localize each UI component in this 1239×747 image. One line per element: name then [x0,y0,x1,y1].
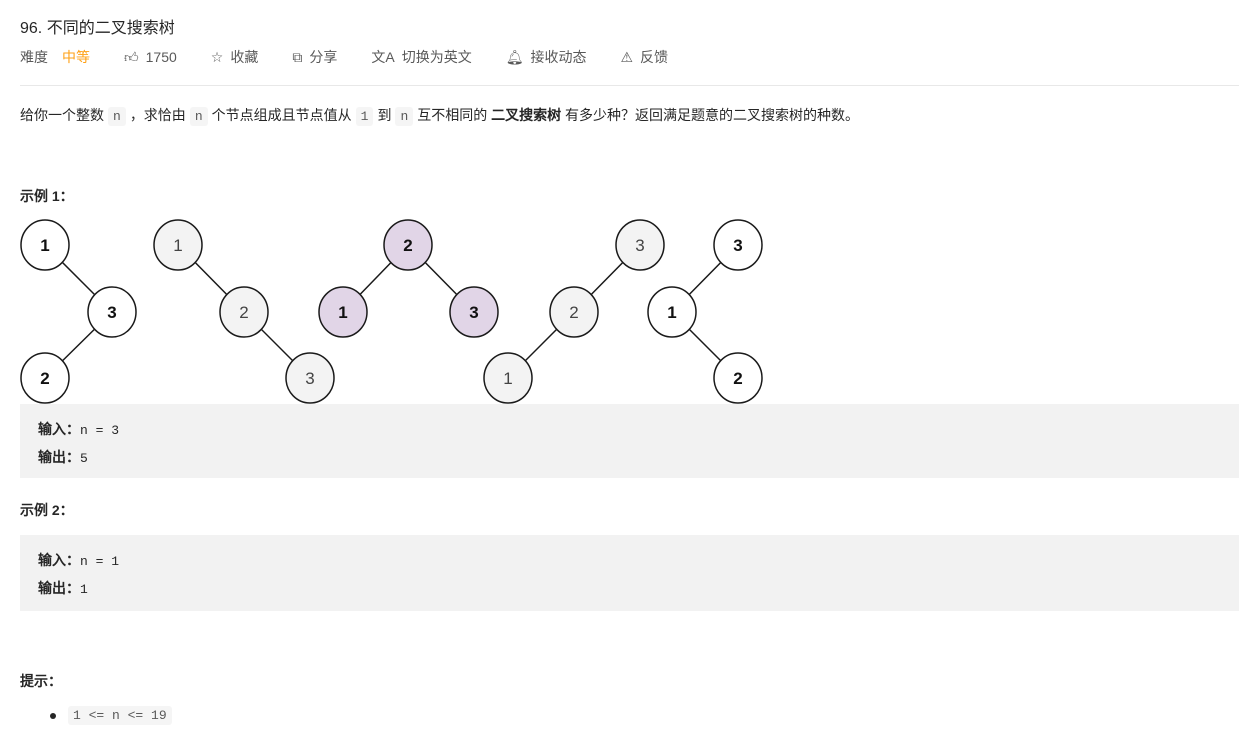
text: 互不相同的 [417,107,488,123]
text: ，求恰由 [129,107,186,123]
example-2-heading: 示例 2： [20,502,74,518]
tree-node-label: 3 [305,369,314,388]
text: 给你一个整数 [20,107,104,123]
code-n: n [395,107,414,126]
tree-node [383,219,433,271]
bell-icon: 🔔︎ [505,48,524,65]
tree-node-label: 2 [403,236,412,255]
feedback-label: 反馈 [640,49,669,65]
tree-node [713,352,763,404]
tree-node [483,352,533,404]
example-2-block: 输入：n = 1 输出：1 [20,535,1239,611]
example-1-block: 输入：n = 3 输出：5 [20,404,1239,478]
subscribe-label: 接收动态 [530,49,587,65]
tree-node [20,219,70,271]
switch-language-button[interactable]: 文A 切换为英文 [371,47,471,67]
input-value: n = 3 [80,423,120,438]
code-n: n [108,107,126,126]
difficulty-label: 难度 [20,49,48,65]
problem-meta-bar: 难度中等 👍︎ 1750 ☆ 收藏 ⧉ 分享 文A 切换为英文 🔔︎ 接收动态 ⚠︎ 反馈 [20,47,702,67]
bst-diagram: 1 3 2 1 2 3 2 1 3 3 2 1 3 1 2 [20,219,763,404]
tree-node-label: 1 [173,236,182,255]
output-label: 输出： [38,449,80,465]
tree-node-label: 2 [733,369,742,388]
share-icon: ⧉ [292,48,303,65]
tree-node-label: 3 [107,303,116,322]
text: 个节点组成且节点值从 [211,107,352,123]
tree-node-label: 1 [40,236,49,255]
tree-4: 3 2 1 [483,219,665,404]
tree-node-label: 1 [503,369,512,388]
tree-node [615,219,665,271]
tree-2: 1 2 3 [153,219,335,404]
feedback-button[interactable]: ⚠︎ 反馈 [620,47,668,67]
divider [20,85,1239,86]
tree-node [549,286,599,338]
feedback-icon: ⚠︎ [620,48,634,65]
tree-node-label: 3 [733,236,742,255]
difficulty: 难度中等 [20,47,90,67]
output-label: 输出： [38,580,80,596]
tree-node-label: 3 [469,303,478,322]
code-n: n [189,107,208,126]
switch-language-label: 切换为英文 [401,49,472,65]
tree-1: 1 3 2 [20,219,137,404]
subscribe-button[interactable]: 🔔︎ 接收动态 [506,47,587,67]
thumbs-up-icon: 👍︎ [124,48,139,65]
like-button[interactable]: 👍︎ 1750 [124,49,177,66]
share-label: 分享 [309,49,338,65]
tree-node-label: 2 [239,303,248,322]
tree-node [318,286,368,338]
constraint-item: 1 <= n <= 19 [50,706,172,725]
difficulty-badge: 中等 [62,49,90,65]
example-1-heading: 示例 1： [20,188,74,204]
tree-5: 3 1 2 [647,219,763,404]
constraints-heading: 提示： [20,673,62,689]
tree-node [285,352,335,404]
tree-node [20,352,70,404]
text: 到 [377,107,392,123]
input-label: 输入： [38,421,80,437]
tree-node [713,219,763,271]
bold-term: 二叉搜索树 [491,107,562,123]
constraint-code: 1 <= n <= 19 [68,706,172,725]
bullet [50,712,56,719]
star-icon: ☆ [210,48,224,65]
tree-node [449,286,499,338]
tree-node-label: 2 [569,303,578,322]
input-value: n = 1 [80,554,120,569]
output-value: 1 [80,582,88,597]
tree-node [219,286,269,338]
problem-title: 96. 不同的二叉搜索树 [20,20,175,37]
share-button[interactable]: ⧉ 分享 [292,47,337,67]
tree-3: 2 1 3 [318,219,499,338]
code-1: 1 [355,107,374,126]
tree-node-label: 2 [40,369,49,388]
tree-node [87,286,137,338]
like-count: 1750 [145,49,177,65]
text: 有多少种？返回满足题意的二叉搜索树的种数。 [565,107,860,123]
output-value: 5 [80,451,88,466]
input-label: 输入： [38,552,80,568]
tree-node-label: 3 [635,236,644,255]
tree-node-label: 1 [667,303,676,322]
favorite-button[interactable]: ☆ 收藏 [211,47,259,67]
tree-node [153,219,203,271]
translate-icon: 文A [371,49,395,65]
favorite-label: 收藏 [230,49,259,65]
tree-node [647,286,697,338]
tree-node-label: 1 [338,303,347,322]
